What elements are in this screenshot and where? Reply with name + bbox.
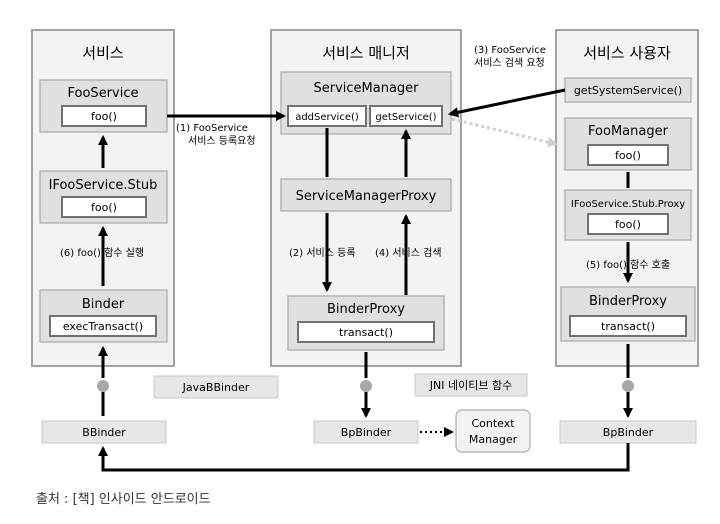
stub-method-box [61, 196, 147, 218]
lookup-request-arrow [448, 88, 566, 118]
java-bbinder-label: JavaBBinder [182, 381, 250, 394]
step3-label-line1: (3) FooService [474, 45, 546, 56]
service-manager-proxy-block [280, 178, 452, 212]
stub-proxy-method-box [587, 213, 669, 235]
foo-manager-label: FooManager [588, 124, 669, 139]
step1-label-line2: 서비스 등록요청 [188, 135, 256, 147]
stub-label: IFooService.Stub [49, 178, 158, 193]
stub-method-label: foo() [91, 201, 117, 214]
center-native-dot [360, 380, 372, 392]
ipc-return-arrow [97, 443, 630, 472]
jni-label: JNI 네이티브 함수 [429, 379, 512, 392]
step3-label-line2: 서비스 검색 요청 [474, 57, 545, 69]
get-system-service-label: getSystemService() [574, 84, 682, 97]
add-service-label: addService() [295, 112, 359, 123]
service-panel-title: 서비스 [82, 44, 124, 62]
stub-proxy-label: IFooService.Stub.Proxy [571, 199, 685, 210]
context-manager-box [455, 409, 531, 453]
foo-service-method-label: foo() [91, 110, 117, 123]
foo-service-method-box [61, 105, 147, 127]
step4-label: (4) 서비스 검색 [375, 247, 442, 259]
right-bp-binder-label: BpBinder [603, 426, 654, 439]
binder-label: Binder [82, 297, 125, 312]
center-transact-box [297, 321, 435, 343]
get-service-label: getService() [375, 112, 436, 123]
binder-method-box [49, 315, 157, 337]
right-binder-proxy-label: BinderProxy [589, 294, 667, 309]
context-manager-label-line2: Manager [469, 433, 518, 446]
add-service-box [287, 105, 367, 127]
step6-label: (6) foo() 함수 실행 [60, 247, 144, 259]
step1-label-line1: (1) FooService [176, 123, 248, 134]
binder-method-label: execTransact() [63, 320, 143, 333]
service-manager-label: ServiceManager [313, 81, 419, 96]
service-manager-panel-title: 서비스 매니저 [322, 44, 410, 62]
foo-service-label: FooService [68, 86, 139, 101]
step5-label: (5) foo() 함수 호출 [586, 259, 670, 271]
center-bp-binder-label: BpBinder [341, 426, 392, 439]
return-service-arrow [451, 117, 558, 148]
foo-manager-method-label: foo() [615, 149, 641, 162]
get-system-service-block [564, 77, 692, 103]
source-caption: 출처 : [책] 인사이드 안드로이드 [36, 492, 211, 507]
service-manager-proxy-label: ServiceManagerProxy [296, 189, 437, 204]
get-service-box [369, 105, 443, 127]
right-transact-box [569, 315, 687, 337]
bbinder-box [41, 420, 167, 444]
center-transact-label: transact() [339, 326, 393, 339]
step2-label: (2) 서비스 등록 [289, 247, 356, 259]
java-bbinder-box [153, 375, 279, 399]
foo-manager-method-box [587, 144, 669, 166]
left-native-dot [97, 380, 109, 392]
center-bp-binder-box [313, 420, 419, 444]
service-user-panel-title: 서비스 사용자 [583, 44, 671, 62]
context-manager-label-line1: Context [471, 417, 515, 430]
right-transact-label: transact() [601, 320, 655, 333]
jni-box [414, 373, 528, 397]
right-native-dot [622, 380, 634, 392]
center-binder-proxy-label: BinderProxy [327, 302, 405, 317]
bbinder-label: BBinder [82, 426, 126, 439]
stub-proxy-method-label: foo() [615, 218, 641, 231]
